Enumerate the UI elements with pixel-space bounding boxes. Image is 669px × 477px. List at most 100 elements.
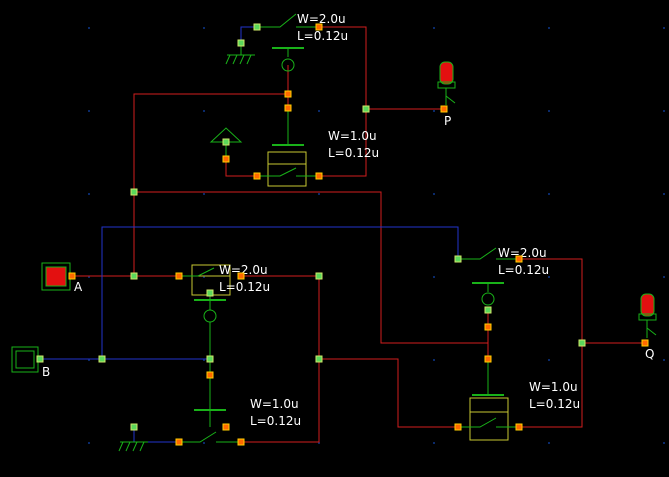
wire-junction[interactable]: [237, 39, 245, 47]
output-q[interactable]: Q: [638, 293, 657, 361]
wire-junction[interactable]: [315, 355, 323, 363]
grid-dot: [203, 193, 205, 195]
input-b[interactable]: B: [11, 346, 50, 379]
grid-dot: [433, 359, 435, 361]
top-ground-symbol: [225, 43, 255, 65]
grid-dot: [88, 442, 90, 444]
output-p-label: P: [444, 114, 451, 128]
wire-right-pmos-to-q[interactable]: [519, 258, 645, 344]
terminal-pin[interactable]: [222, 155, 230, 163]
top-nmos-width: W=1.0u: [328, 129, 377, 143]
terminal-pin[interactable]: [515, 255, 523, 263]
bottom-ground-symbol: [118, 441, 148, 452]
terminal-pin[interactable]: [515, 423, 523, 431]
wire-junction[interactable]: [36, 355, 44, 363]
grid-dot: [433, 442, 435, 444]
wire-junction[interactable]: [98, 355, 106, 363]
wire-junction[interactable]: [206, 355, 214, 363]
wire-top-nmos-vdd[interactable]: [225, 159, 257, 177]
grid-dot: [203, 359, 205, 361]
mid-pmos-width: W=2.0u: [219, 263, 268, 277]
wire-junction[interactable]: [222, 138, 230, 146]
wire-junction[interactable]: [362, 105, 370, 113]
grid-dot: [548, 359, 550, 361]
terminal-pin[interactable]: [237, 438, 245, 446]
right-nmos-transistor[interactable]: W=1.0u L=0.12u: [458, 380, 580, 441]
input-b-label: B: [42, 365, 50, 379]
wire-top-ground[interactable]: [240, 26, 257, 43]
wire-junction[interactable]: [206, 289, 214, 297]
wire-junction[interactable]: [130, 423, 138, 431]
input-a-label: A: [74, 280, 83, 294]
grid-dot: [433, 276, 435, 278]
output-led-icon: [638, 293, 657, 338]
grid-dot: [663, 193, 665, 195]
terminal-pin[interactable]: [284, 104, 292, 112]
wire-junction[interactable]: [454, 255, 462, 263]
top-pmos-transistor[interactable]: W=2.0u L=0.12u: [257, 12, 348, 72]
grid-dot: [433, 27, 435, 29]
grid-dot: [433, 193, 435, 195]
top-pmos-length: L=0.12u: [297, 29, 348, 43]
right-nmos-width: W=1.0u: [529, 380, 578, 394]
top-nmos-transistor[interactable]: W=1.0u L=0.12u: [257, 129, 379, 187]
wire-junction[interactable]: [315, 272, 323, 280]
terminal-pin[interactable]: [454, 423, 462, 431]
terminal-pin[interactable]: [284, 90, 292, 98]
grid-dot: [88, 110, 90, 112]
grid-dot: [548, 110, 550, 112]
output-led-icon: [437, 61, 456, 105]
wire-top-nmos-to-p[interactable]: [319, 109, 367, 177]
wire-top-gate[interactable]: [133, 93, 288, 276]
grid-dot: [203, 27, 205, 29]
wire-junction[interactable]: [253, 23, 261, 31]
output-p[interactable]: P: [437, 61, 456, 128]
bottom-nmos-length: L=0.12u: [250, 414, 301, 428]
wire-right-nmos-to-q[interactable]: [519, 343, 583, 428]
signal-wires: [72, 26, 645, 443]
wire-bottom-ground[interactable]: [133, 427, 179, 443]
terminal-pin[interactable]: [68, 272, 76, 280]
input-a[interactable]: A: [41, 262, 83, 294]
right-pmos-width: W=2.0u: [498, 246, 547, 260]
grid-dot: [318, 193, 320, 195]
terminal-pin[interactable]: [440, 105, 448, 113]
grid-dot: [318, 442, 320, 444]
terminal-pin[interactable]: [175, 438, 183, 446]
grid-dot: [548, 276, 550, 278]
right-pmos-length: L=0.12u: [498, 263, 549, 277]
grid: [88, 27, 665, 444]
grid-dot: [203, 276, 205, 278]
right-nmos-length: L=0.12u: [529, 397, 580, 411]
terminal-pin[interactable]: [222, 423, 230, 431]
grid-dot: [88, 27, 90, 29]
wire-junction[interactable]: [578, 339, 586, 347]
wire-p-to-right-nmos[interactable]: [134, 191, 488, 344]
grid-dot: [433, 110, 435, 112]
terminal-pin[interactable]: [484, 355, 492, 363]
grid-dot: [663, 110, 665, 112]
right-pmos-transistor[interactable]: W=2.0u L=0.12u: [458, 246, 549, 306]
mid-pmos-transistor[interactable]: W=2.0u L=0.12u: [179, 263, 270, 359]
wire-mid-to-right-nmos[interactable]: [319, 358, 458, 428]
terminal-pin[interactable]: [237, 272, 245, 280]
terminal-pin[interactable]: [641, 339, 649, 347]
grid-dot: [663, 359, 665, 361]
grid-dot: [663, 27, 665, 29]
wire-top-pmos-to-p[interactable]: [319, 26, 444, 110]
terminal-pin[interactable]: [484, 323, 492, 331]
wire-b-up[interactable]: [101, 226, 459, 359]
terminal-pin[interactable]: [253, 172, 261, 180]
terminal-pin[interactable]: [175, 272, 183, 280]
grid-dot: [318, 110, 320, 112]
wire-junction[interactable]: [484, 306, 492, 314]
grid-dot: [548, 27, 550, 29]
terminal-pin[interactable]: [206, 371, 214, 379]
wire-junction[interactable]: [130, 272, 138, 280]
terminal-pin[interactable]: [315, 172, 323, 180]
wire-junction[interactable]: [130, 188, 138, 196]
terminal-pin[interactable]: [315, 23, 323, 31]
bottom-nmos-transistor[interactable]: W=1.0u L=0.12u: [179, 397, 301, 443]
grid-dot: [548, 193, 550, 195]
